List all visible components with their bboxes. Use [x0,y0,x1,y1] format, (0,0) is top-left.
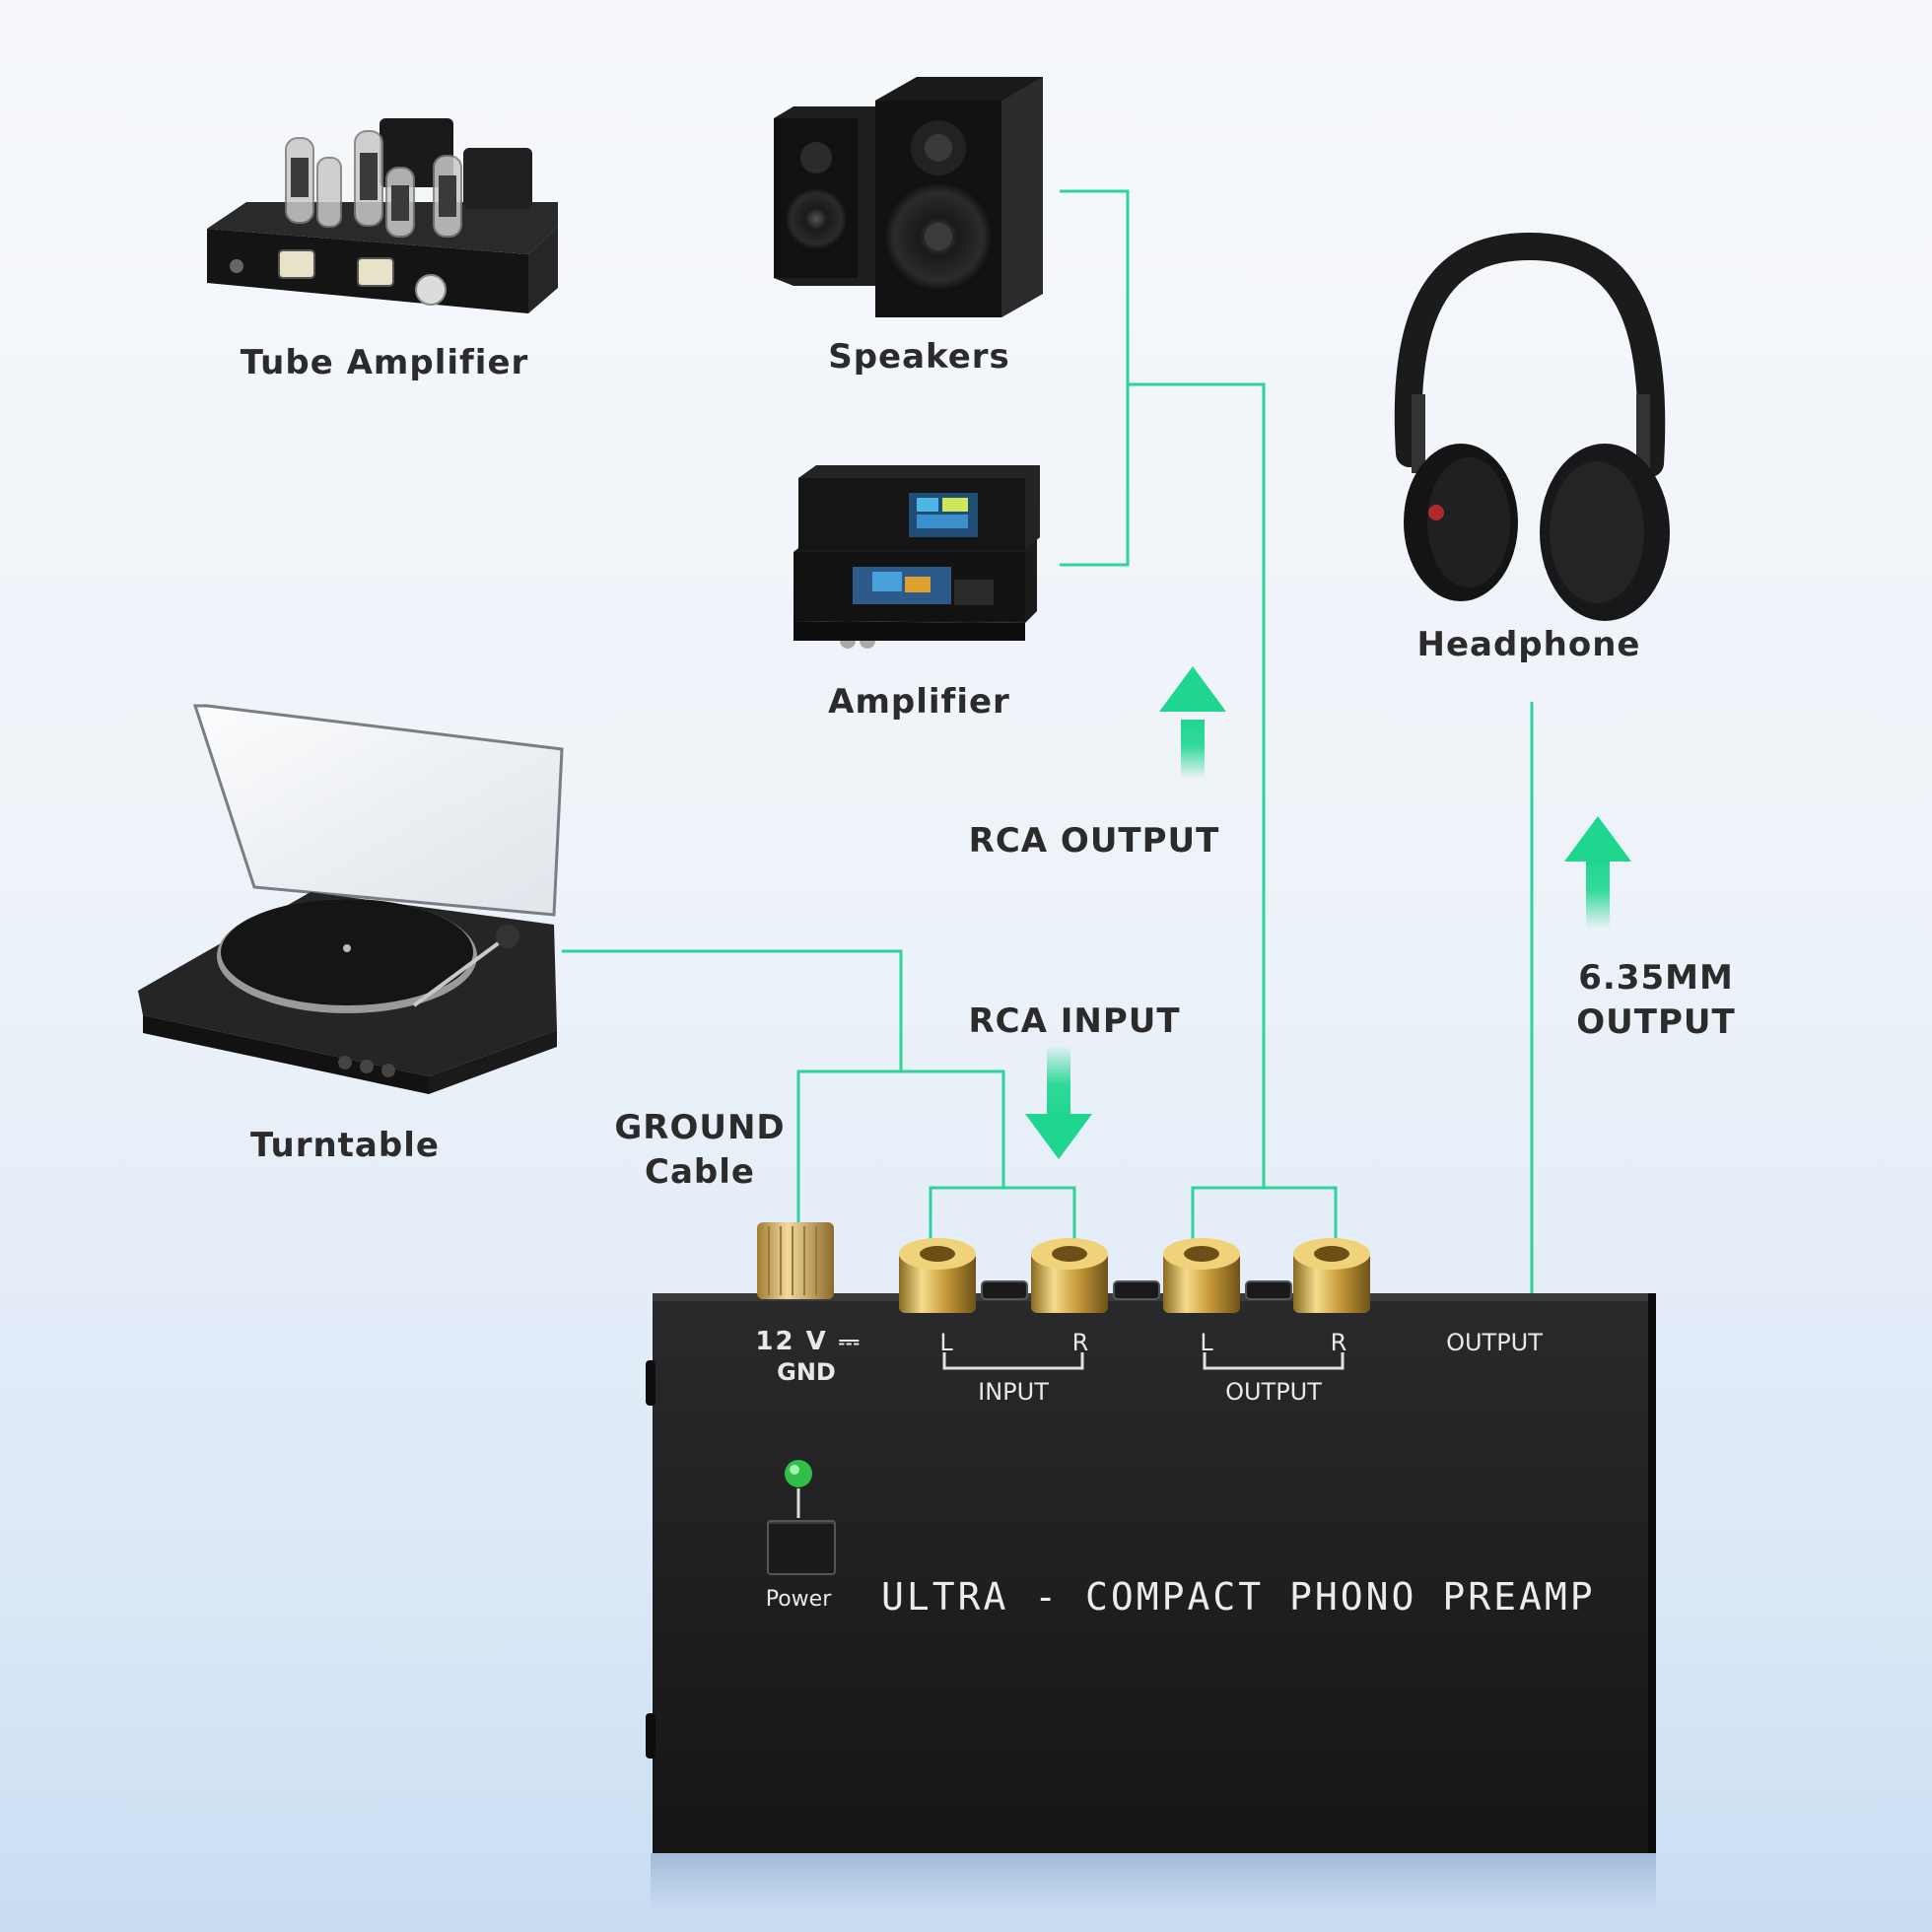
amplifier-illustration [794,465,1040,649]
wire-speakers [1060,189,1130,384]
turntable-illustration [138,704,564,1094]
product-title: ULTRA - COMPACT PHONO PREAMP [881,1575,1596,1619]
ground-cable-line2: Cable [645,1152,755,1192]
ground-cable-line1: GROUND [614,1108,786,1147]
headphone-output-label: 6.35MM OUTPUT [1557,956,1755,1045]
rca-jacks [899,1238,1370,1313]
headphone-output-line2: OUTPUT [1576,1002,1736,1042]
amplifier-label: Amplifier [828,682,1010,722]
tube-amplifier-label: Tube Amplifier [240,343,529,382]
power-button[interactable] [767,1520,836,1575]
jack-output-label: OUTPUT [1446,1329,1543,1356]
ground-terminal [757,1222,834,1299]
turntable-label: Turntable [250,1126,440,1165]
power-input-label: 12 V ⎓ [755,1327,862,1356]
output-right-label: R [1330,1329,1347,1356]
wire-turntable [562,949,903,1071]
tube-amplifier-illustration [207,118,558,313]
wire-input-split [929,1186,1076,1269]
wire-rca-output-split [1191,1186,1338,1269]
headphone-output-arrow [1564,816,1631,929]
headphone-label: Headphone [1416,625,1641,664]
wire-rca-output [1128,382,1266,1188]
speakers-illustration [774,77,1043,317]
input-right-label: R [1071,1329,1089,1356]
wire-input-bus [796,1070,1005,1299]
input-group-label: INPUT [978,1378,1049,1406]
output-group-label: OUTPUT [1225,1378,1322,1406]
power-button-label: Power [765,1587,832,1612]
rca-output-label: RCA OUTPUT [968,821,1220,861]
rca-input-label: RCA INPUT [968,1001,1181,1041]
speakers-label: Speakers [828,337,1010,377]
headphone-illustration [1394,232,1670,621]
gnd-label: GND [777,1358,836,1386]
rca-output-arrow [1159,666,1226,779]
connection-wires [562,189,1534,1299]
headphone-output-line1: 6.35MM [1578,958,1734,998]
input-left-label: L [939,1329,953,1356]
rca-input-arrow [1025,1045,1092,1159]
ground-cable-label: GROUND Cable [601,1106,798,1195]
output-left-label: L [1200,1329,1213,1356]
wire-amplifier [1060,384,1130,567]
